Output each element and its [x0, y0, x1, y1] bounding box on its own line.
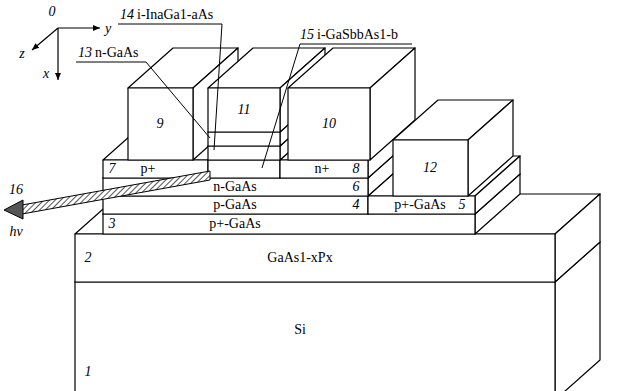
- callout-number: 9: [156, 117, 165, 131]
- front-face: [208, 160, 280, 178]
- buffer-layer: [75, 194, 600, 282]
- callout-number: 13: [77, 46, 93, 60]
- front-face: [128, 88, 193, 160]
- callout-number: 3: [108, 217, 117, 231]
- front-face: [280, 160, 368, 178]
- callout-number: 7: [108, 162, 117, 176]
- layer-name: n-GaAs: [212, 180, 258, 194]
- axis-line: [58, 27, 100, 28]
- layer-name: GaAs1-xPx: [266, 251, 333, 265]
- front-face: [103, 196, 368, 214]
- callout-number: 15: [299, 28, 315, 42]
- callout-number: 2: [84, 251, 93, 265]
- axis-label: y: [104, 22, 112, 36]
- light-beam: [22, 171, 210, 214]
- axis-line: [32, 28, 58, 50]
- axis-label: x: [42, 67, 50, 81]
- front-face: [103, 214, 475, 234]
- layer-name: n-GaAs: [94, 46, 140, 60]
- photon-label: hν: [8, 225, 23, 239]
- callout-number: 1: [84, 365, 93, 379]
- layer-stack: [75, 48, 600, 391]
- callout-number: 12: [422, 161, 438, 175]
- axis-line: [57, 28, 58, 80]
- axis-label: z: [18, 47, 25, 61]
- callout-number: 11: [237, 103, 252, 117]
- callout-number: 5: [458, 198, 467, 212]
- axes-and-leaders: [4, 24, 412, 219]
- leader-line: [76, 62, 210, 138]
- top-face: [75, 194, 600, 234]
- layer-name: i-GaSbbAs1-b: [316, 28, 399, 42]
- electrode: [393, 100, 513, 196]
- layer-name: p+-GaAs: [393, 198, 446, 212]
- leader-line: [118, 24, 222, 150]
- front-face: [393, 140, 468, 196]
- callout-number: 4: [352, 198, 361, 212]
- front-face: [288, 88, 370, 160]
- axis-origin: 0: [48, 5, 57, 19]
- front-face: [208, 88, 280, 132]
- leader-line: [262, 44, 412, 168]
- doping-label: p+: [140, 162, 157, 176]
- callout-number: 6: [352, 180, 361, 194]
- front-face: [75, 234, 555, 282]
- callout-number: 16: [8, 183, 24, 197]
- front-face: [75, 282, 555, 391]
- front-face: [368, 196, 475, 214]
- callout-number: 8: [352, 162, 361, 176]
- layer-name: p-GaAs: [212, 198, 258, 212]
- callout-number: 10: [321, 117, 337, 131]
- layer-name: i-InaGa1-aAs: [136, 8, 214, 22]
- layer-name: p+-GaAs: [208, 217, 261, 231]
- front-face: [208, 146, 280, 160]
- layer-name: Si: [293, 323, 307, 337]
- side-face: [555, 194, 600, 282]
- beam-arrowhead: [4, 200, 23, 219]
- doping-label: n+: [314, 162, 331, 176]
- callout-number: 14: [119, 8, 135, 22]
- side-face: [468, 100, 513, 196]
